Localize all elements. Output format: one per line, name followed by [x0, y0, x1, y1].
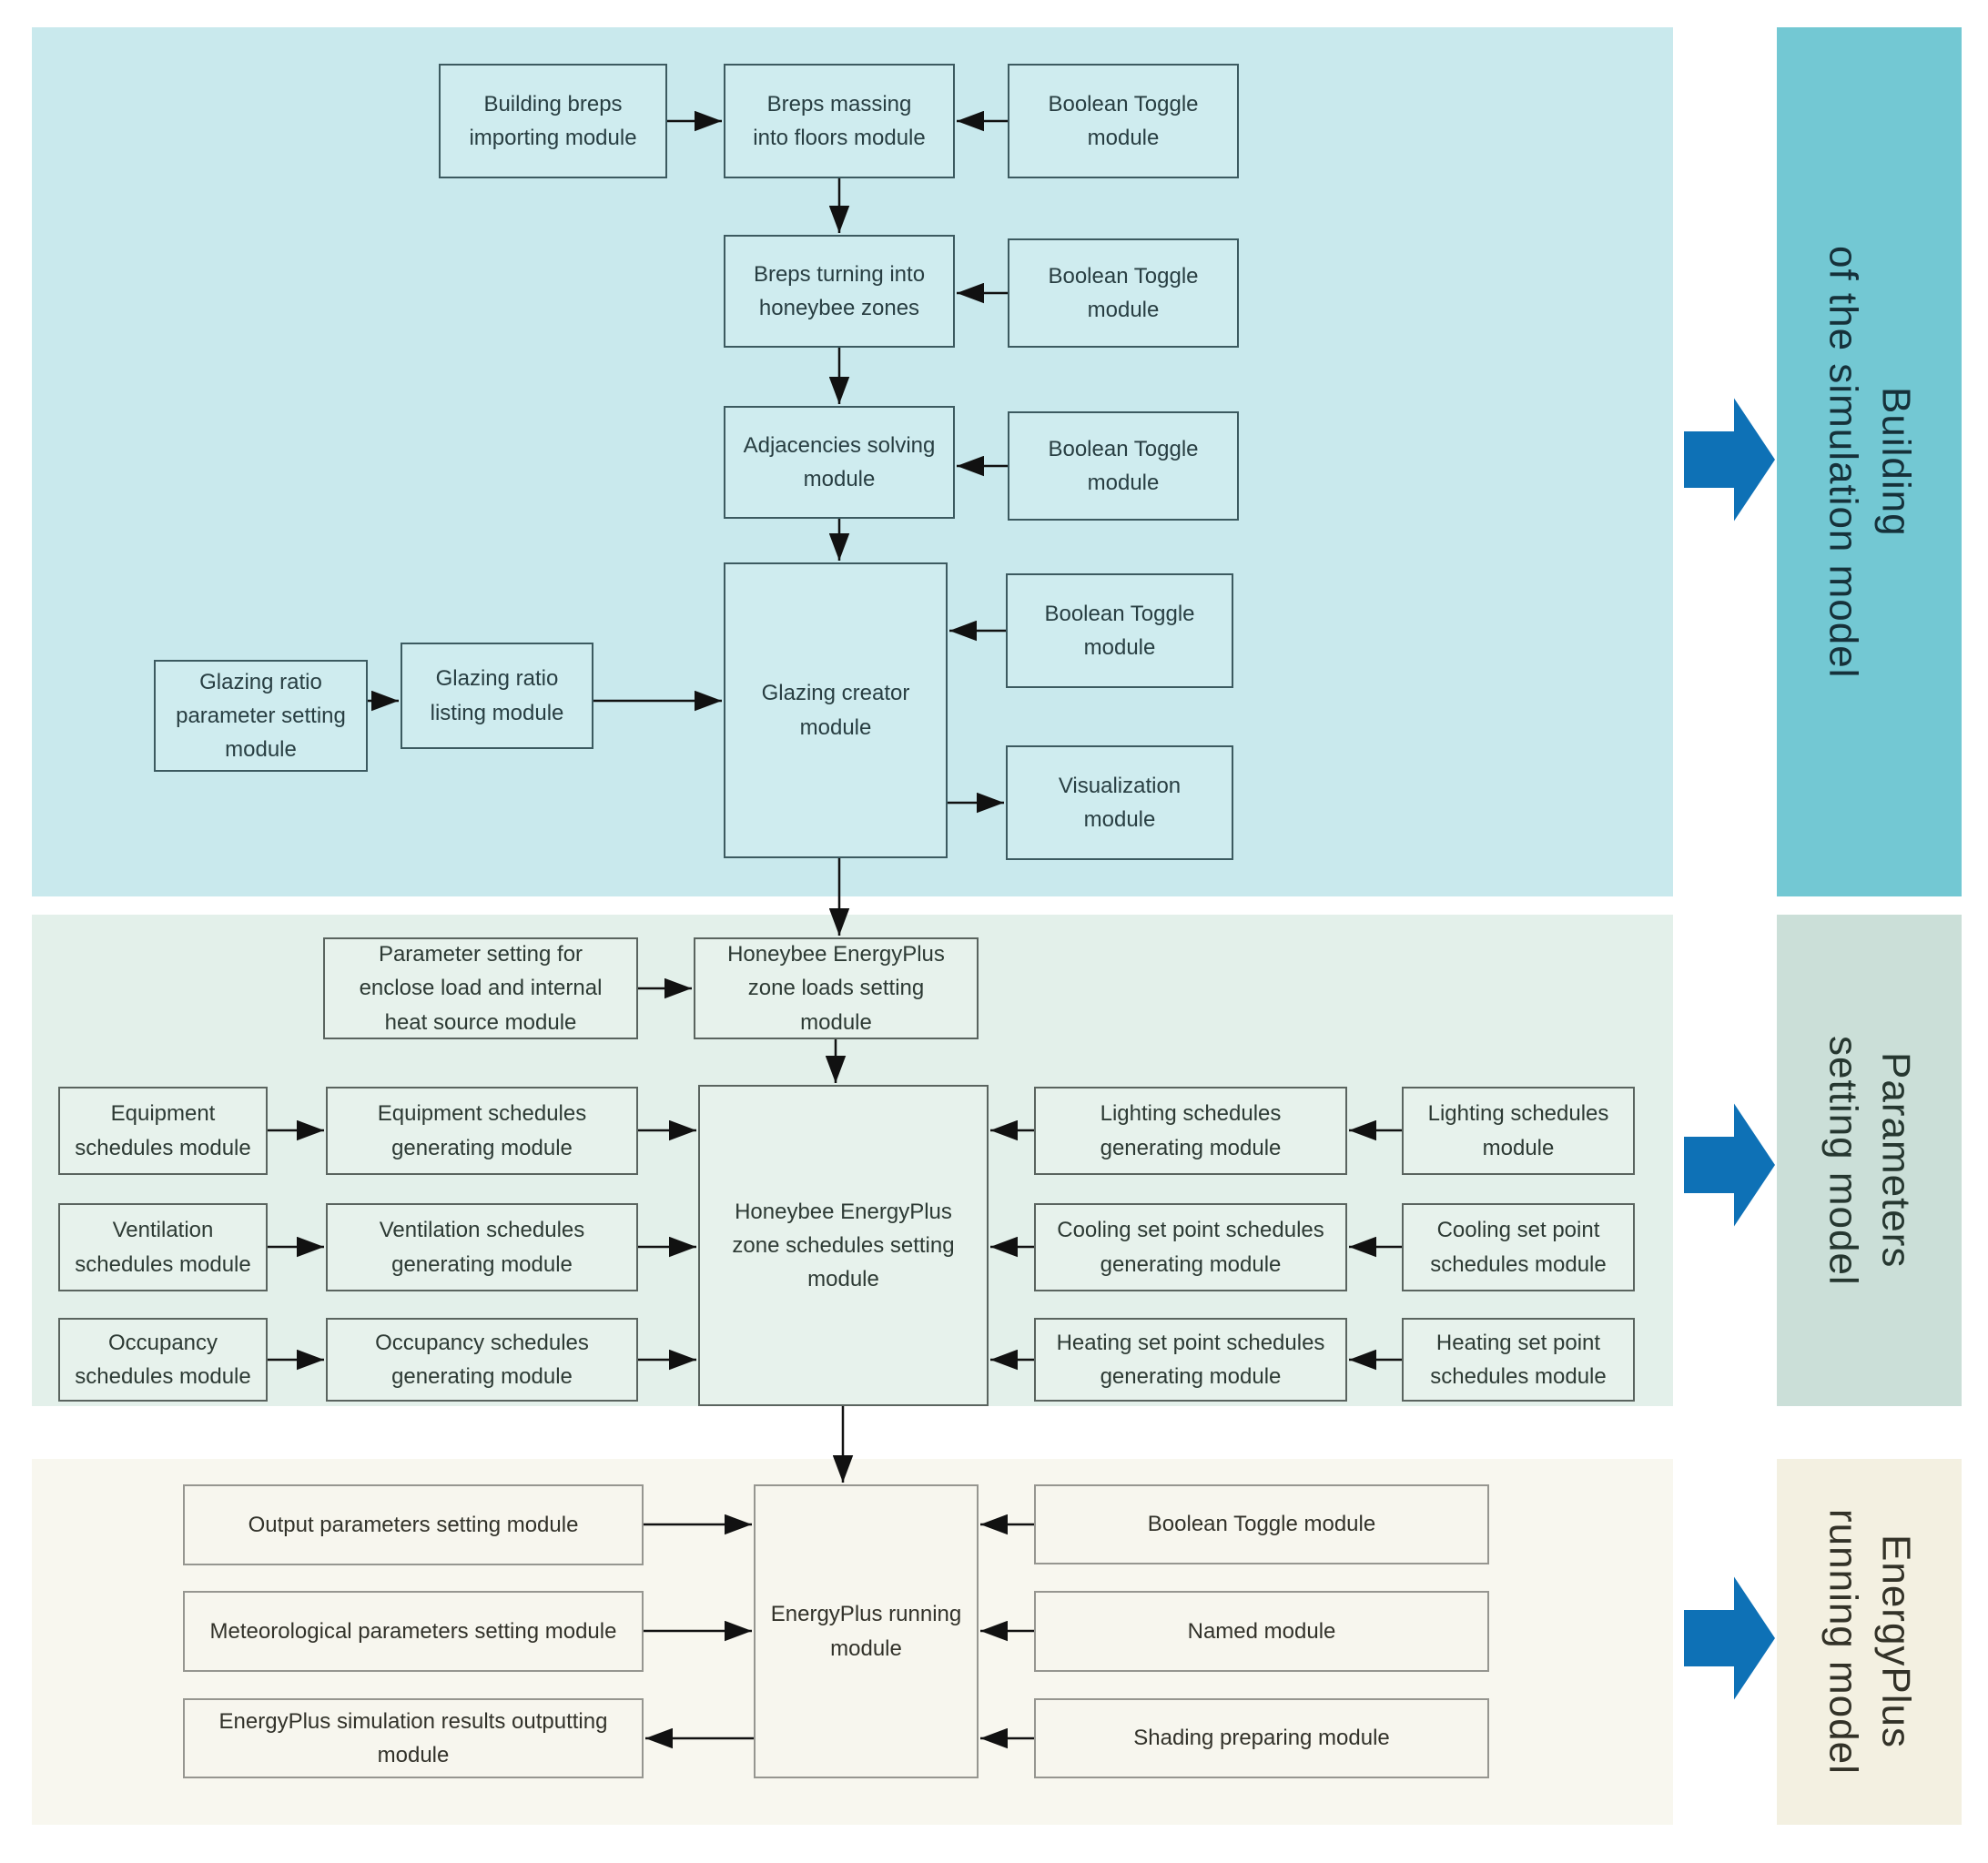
box-breps-massing-into-floors-module: Breps massing into floors module	[724, 64, 955, 178]
side-label-parameters-setting-model: Parameters setting model	[1777, 915, 1962, 1406]
energyplus-model-arrow-icon	[1684, 1576, 1775, 1700]
box-equipment-schedules-generating-module: Equipment schedules generating module	[326, 1087, 638, 1175]
box-energyplus-simulation-results-outputting-module: EnergyPlus simulation results outputting…	[183, 1698, 644, 1778]
side-label-energyplus-running-model: EnergyPlus running model	[1777, 1459, 1962, 1825]
box-adjacencies-solving-module: Adjacencies solving module	[724, 406, 955, 519]
box-boolean-toggle-module-4: Boolean Toggle module	[1006, 573, 1233, 688]
box-breps-turning-into-honeybee-zones: Breps turning into honeybee zones	[724, 235, 955, 348]
section-block-arrows	[1684, 398, 1775, 1700]
box-boolean-toggle-module-1: Boolean Toggle module	[1008, 64, 1239, 178]
box-glazing-creator-module: Glazing creator module	[724, 562, 948, 858]
box-glazing-ratio-listing-module: Glazing ratio listing module	[401, 643, 593, 749]
box-shading-preparing-module: Shading preparing module	[1034, 1698, 1489, 1778]
box-ventilation-schedules-module: Ventilation schedules module	[58, 1203, 268, 1291]
box-output-parameters-setting-module: Output parameters setting module	[183, 1484, 644, 1565]
box-occupancy-schedules-module: Occupancy schedules module	[58, 1318, 268, 1402]
box-occupancy-schedules-generating-module: Occupancy schedules generating module	[326, 1318, 638, 1402]
box-visualization-module: Visualization module	[1006, 745, 1233, 860]
box-lighting-schedules-module: Lighting schedules module	[1402, 1087, 1635, 1175]
box-honeybee-energyplus-zone-schedules-setting-module: Honeybee EnergyPlus zone schedules setti…	[698, 1085, 989, 1406]
box-ventilation-schedules-generating-module: Ventilation schedules generating module	[326, 1203, 638, 1291]
box-equipment-schedules-module: Equipment schedules module	[58, 1087, 268, 1175]
box-boolean-toggle-module-5: Boolean Toggle module	[1034, 1484, 1489, 1564]
box-energyplus-running-module: EnergyPlus running module	[754, 1484, 979, 1778]
box-heating-set-point-schedules-module: Heating set point schedules module	[1402, 1318, 1635, 1402]
box-named-module: Named module	[1034, 1591, 1489, 1672]
box-honeybee-energyplus-zone-loads-setting-module: Honeybee EnergyPlus zone loads setting m…	[694, 937, 979, 1039]
parameters-model-arrow-icon	[1684, 1103, 1775, 1227]
box-lighting-schedules-generating-module: Lighting schedules generating module	[1034, 1087, 1347, 1175]
box-boolean-toggle-module-3: Boolean Toggle module	[1008, 411, 1239, 521]
box-cooling-set-point-schedules-module: Cooling set point schedules module	[1402, 1203, 1635, 1291]
box-cooling-set-point-schedules-generating-module: Cooling set point schedules generating m…	[1034, 1203, 1347, 1291]
box-boolean-toggle-module-2: Boolean Toggle module	[1008, 238, 1239, 348]
box-building-breps-importing-module: Building breps importing module	[439, 64, 667, 178]
box-glazing-ratio-parameter-setting-module: Glazing ratio parameter setting module	[154, 660, 368, 772]
building-model-arrow-icon	[1684, 398, 1775, 521]
box-meteorological-parameters-setting-module: Meteorological parameters setting module	[183, 1591, 644, 1672]
box-heating-set-point-schedules-generating-module: Heating set point schedules generating m…	[1034, 1318, 1347, 1402]
side-label-building-simulation-model: Building of the simulation model	[1777, 27, 1962, 896]
box-parameter-setting-enclose-load-module: Parameter setting for enclose load and i…	[323, 937, 638, 1039]
